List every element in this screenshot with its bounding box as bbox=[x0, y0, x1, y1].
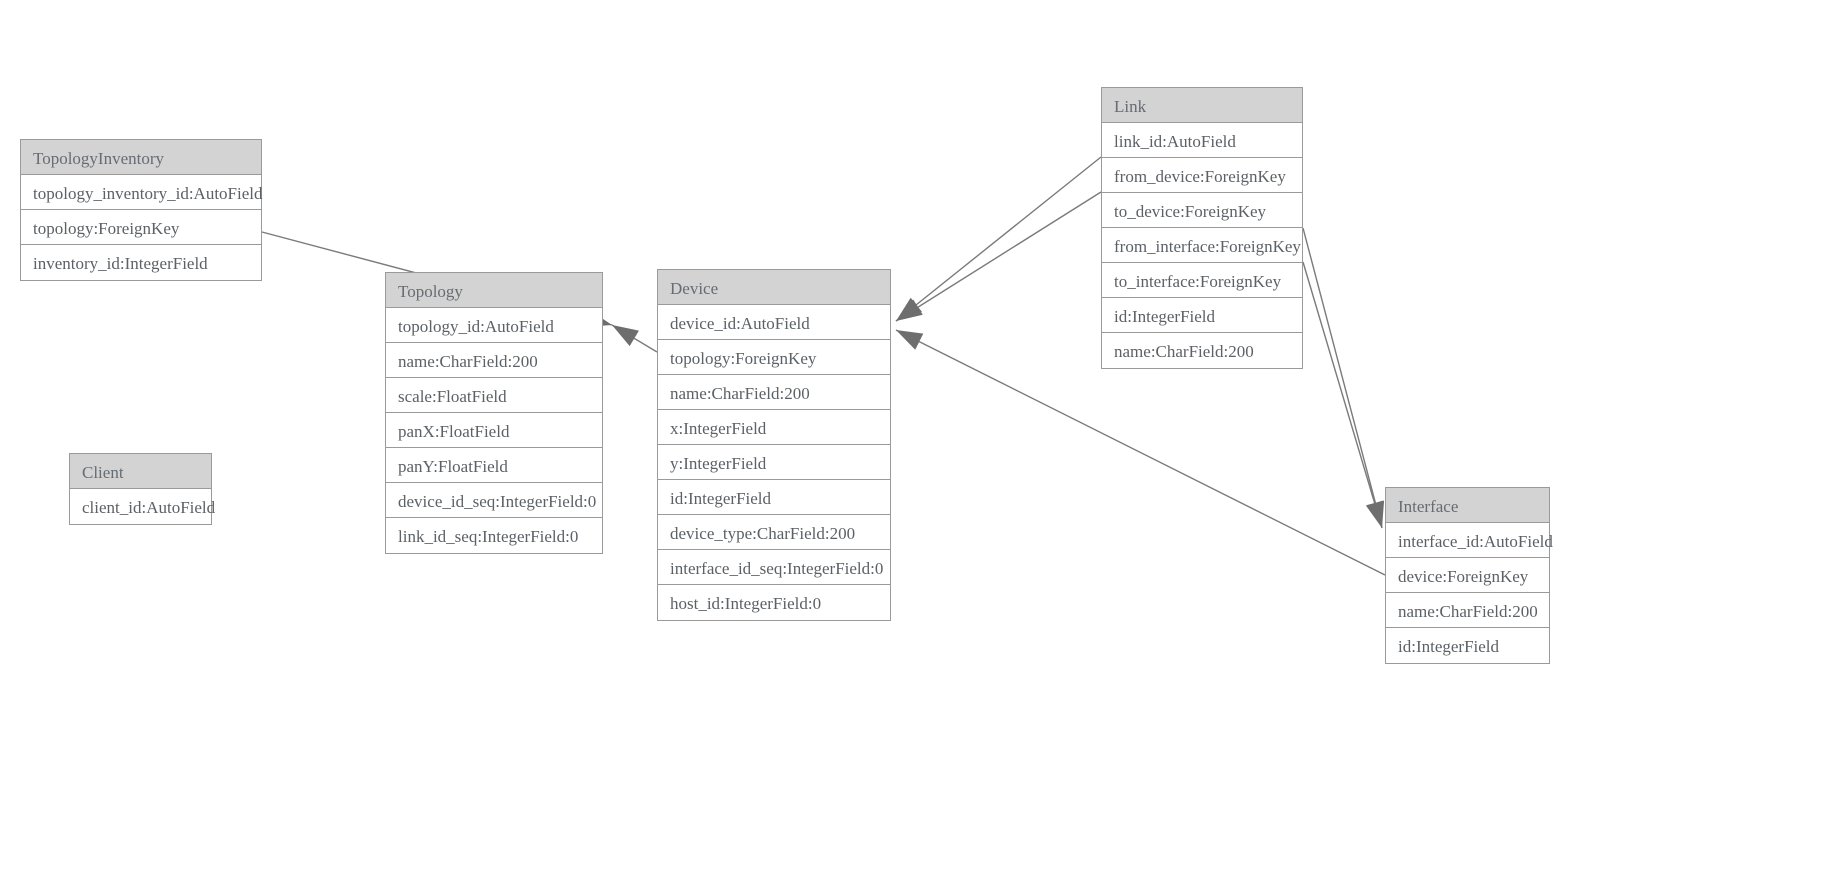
entity-field[interactable]: inventory_id:IntegerField bbox=[21, 245, 261, 280]
entity-field[interactable]: x:IntegerField bbox=[658, 410, 890, 445]
entity-field[interactable]: panY:FloatField bbox=[386, 448, 602, 483]
entity-field[interactable]: device_id:AutoField bbox=[658, 305, 890, 340]
entity-field[interactable]: id:IntegerField bbox=[1386, 628, 1549, 663]
entity-title-topology: Topology bbox=[386, 273, 602, 308]
entity-field[interactable]: interface_id:AutoField bbox=[1386, 523, 1553, 558]
entity-field[interactable]: to_device:ForeignKey bbox=[1102, 193, 1302, 228]
arrowhead-link-to_device bbox=[896, 299, 923, 321]
relationship-line-link-from_interface bbox=[1302, 227, 1383, 529]
entity-field[interactable]: name:CharField:200 bbox=[1386, 593, 1549, 628]
entity-field[interactable]: name:CharField:200 bbox=[1102, 333, 1302, 368]
arrowhead-interface-device bbox=[896, 330, 924, 350]
entity-field[interactable]: topology:ForeignKey bbox=[21, 210, 261, 245]
entity-title-interface: Interface bbox=[1386, 488, 1549, 523]
entity-title-device: Device bbox=[658, 270, 890, 305]
entity-field[interactable]: link_id_seq:IntegerField:0 bbox=[386, 518, 602, 553]
entity-field[interactable]: name:CharField:200 bbox=[386, 343, 602, 378]
entity-field[interactable]: to_interface:ForeignKey bbox=[1102, 263, 1302, 298]
entity-field[interactable]: device_id_seq:IntegerField:0 bbox=[386, 483, 602, 518]
entity-field[interactable]: from_device:ForeignKey bbox=[1102, 158, 1302, 193]
entity-field[interactable]: y:IntegerField bbox=[658, 445, 890, 480]
arrowhead-link-from_device bbox=[896, 297, 922, 321]
entity-field[interactable]: topology_inventory_id:AutoField bbox=[21, 175, 263, 210]
entity-title-client: Client bbox=[70, 454, 211, 489]
entity-field[interactable]: topology:ForeignKey bbox=[658, 340, 890, 375]
entity-field[interactable]: name:CharField:200 bbox=[658, 375, 890, 410]
entity-field[interactable]: from_interface:ForeignKey bbox=[1102, 228, 1302, 263]
entity-field[interactable]: panX:FloatField bbox=[386, 413, 602, 448]
relationship-line-device-topology bbox=[611, 324, 658, 353]
entity-field[interactable]: id:IntegerField bbox=[658, 480, 890, 515]
entity-field[interactable]: id:IntegerField bbox=[1102, 298, 1302, 333]
entity-field[interactable]: link_id:AutoField bbox=[1102, 123, 1302, 158]
entity-field[interactable]: device_type:CharField:200 bbox=[658, 515, 890, 550]
entity-field[interactable]: client_id:AutoField bbox=[70, 489, 215, 524]
entity-field[interactable]: interface_id_seq:IntegerField:0 bbox=[658, 550, 890, 585]
arrowhead-device-topology bbox=[612, 325, 639, 347]
entity-title-topology_inventory: TopologyInventory bbox=[21, 140, 261, 175]
relationship-line-link-to_device bbox=[895, 191, 1102, 322]
entity-field[interactable]: device:ForeignKey bbox=[1386, 558, 1549, 593]
entity-field[interactable]: host_id:IntegerField:0 bbox=[658, 585, 890, 620]
relationship-line-link-from_device bbox=[895, 156, 1102, 322]
entity-title-link: Link bbox=[1102, 88, 1302, 123]
entity-field[interactable]: scale:FloatField bbox=[386, 378, 602, 413]
entity-field[interactable]: topology_id:AutoField bbox=[386, 308, 602, 343]
relationship-line-link-to_interface bbox=[1302, 261, 1383, 529]
